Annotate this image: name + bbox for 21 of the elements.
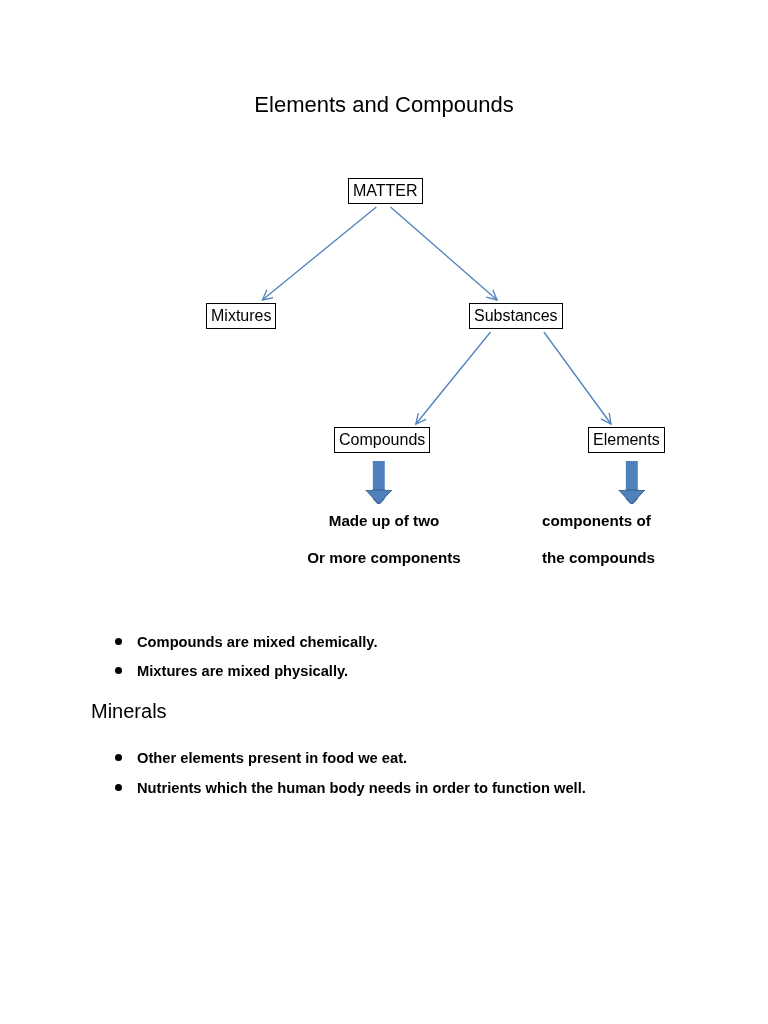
arrow xyxy=(543,331,612,425)
bullet-text: Compounds are mixed chemically. xyxy=(137,633,378,651)
title: Elements and Compounds xyxy=(254,91,514,119)
term-box: Mixtures xyxy=(206,303,277,329)
bullet-text: Nutrients which the human body needs in order to function well. xyxy=(137,779,586,797)
term-box: Elements xyxy=(588,427,665,453)
block-arrow xyxy=(618,461,646,505)
term-box: Compounds xyxy=(334,427,431,453)
node-text: components of xyxy=(542,512,651,530)
term-box: Substances xyxy=(469,303,563,329)
node-text: the compounds xyxy=(542,549,656,567)
block-arrow xyxy=(365,461,393,505)
bullet-text: Mixtures are mixed physically. xyxy=(137,662,349,680)
arrow xyxy=(415,331,492,425)
arrow xyxy=(261,206,377,301)
arrow xyxy=(389,206,498,301)
node-text: Made up of two xyxy=(328,512,440,530)
section-heading: Minerals xyxy=(91,699,167,723)
bullet-text: Other elements present in food we eat. xyxy=(137,749,408,767)
term-box: MATTER xyxy=(348,178,423,204)
node-text: Or more components xyxy=(307,549,461,567)
